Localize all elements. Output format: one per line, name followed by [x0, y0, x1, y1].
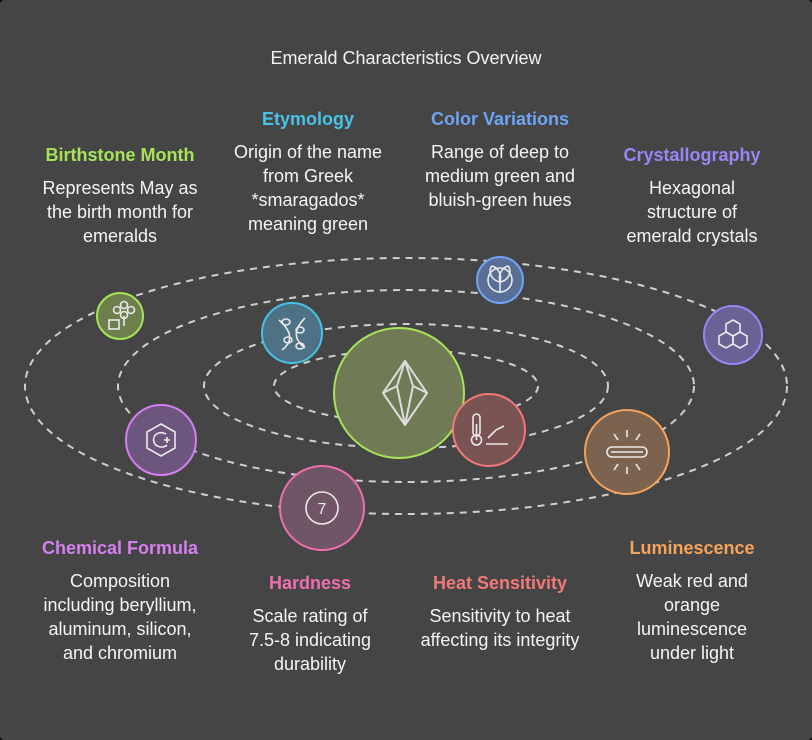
heat-sensitivity-card: Heat Sensitivity Sensitivity to heat aff…: [405, 573, 595, 652]
etymology-description: Origin of the name from Greek *smaragado…: [233, 142, 383, 234]
heat-sensitivity-heading: Heat Sensitivity: [432, 573, 568, 593]
heat-sensitivity-node[interactable]: [452, 393, 526, 467]
color-variations-heading: Color Variations: [430, 109, 570, 129]
glowing-tube-icon: [606, 430, 648, 474]
birthstone-description: Represents May as the birth month for em…: [42, 178, 198, 246]
etymology-node[interactable]: [261, 302, 323, 364]
hardness-card: Hardness Scale rating of 7.5-8 indicatin…: [215, 573, 405, 676]
luminescence-node[interactable]: [584, 409, 670, 495]
orbit-ring-outer: [24, 257, 788, 515]
crystallography-heading: Crystallography: [623, 145, 761, 165]
crystallography-node[interactable]: [703, 305, 763, 365]
gem-icon: [382, 360, 428, 426]
center-gem-node: [333, 327, 465, 459]
vine-leaves-icon: [278, 317, 306, 351]
hardness-node[interactable]: 7: [279, 465, 365, 551]
color-variations-description: Range of deep to medium green and bluish…: [424, 142, 576, 210]
chemical-formula-node[interactable]: [125, 404, 197, 476]
luminescence-description: Weak red and orange luminescence under l…: [636, 571, 748, 663]
number-seven-icon: 7: [318, 501, 327, 518]
color-variations-card: Color Variations Range of deep to medium…: [405, 109, 595, 212]
chemical-formula-card: Chemical Formula Composition including b…: [15, 538, 225, 665]
crystallography-description: Hexagonal structure of emerald crystals: [626, 178, 758, 246]
thermometer-icon: [470, 413, 508, 446]
leaf-icon: [487, 265, 513, 293]
crystallography-card: Crystallography Hexagonal structure of e…: [602, 145, 782, 248]
luminescence-card: Luminescence Weak red and orange lumines…: [602, 538, 782, 665]
chemical-formula-heading: Chemical Formula: [41, 538, 199, 558]
diagram-title: Emerald Characteristics Overview: [270, 48, 542, 68]
heat-sensitivity-description: Sensitivity to heat affecting its integr…: [420, 606, 580, 650]
hexagon-cluster-icon: [718, 319, 748, 349]
etymology-heading: Etymology: [261, 109, 354, 129]
hardness-description: Scale rating of 7.5-8 indicating durabil…: [248, 606, 372, 674]
chemical-element-icon: [146, 423, 176, 457]
orbit-ring-middle: [117, 289, 695, 483]
birthstone-node[interactable]: [96, 292, 144, 340]
color-variations-node[interactable]: [476, 256, 524, 304]
birthstone-card: Birthstone Month Represents May as the b…: [10, 145, 230, 248]
luminescence-heading: Luminescence: [629, 538, 755, 558]
hardness-heading: Hardness: [268, 573, 352, 593]
chemical-formula-description: Composition including beryllium, aluminu…: [43, 571, 197, 663]
birthstone-heading: Birthstone Month: [45, 145, 195, 165]
orbit-ring-core: [273, 349, 539, 423]
etymology-card: Etymology Origin of the name from Greek …: [218, 109, 398, 236]
clover-calendar-icon: [108, 300, 136, 330]
